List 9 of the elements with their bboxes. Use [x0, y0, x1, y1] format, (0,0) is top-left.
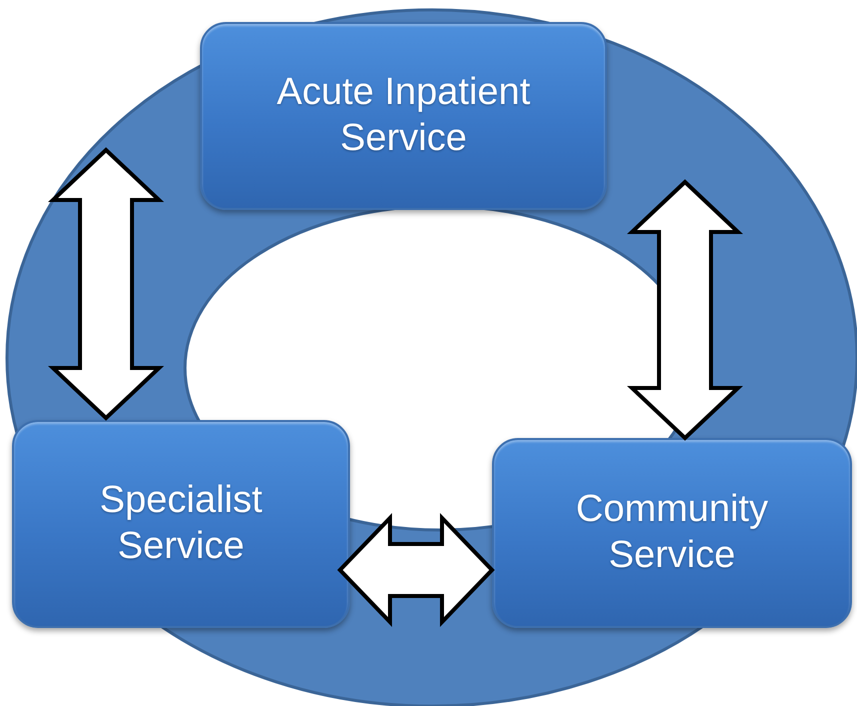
service-label: Acute Inpatient Service: [276, 70, 532, 161]
service-label: Community Service: [574, 487, 770, 578]
double-arrow: [48, 147, 164, 421]
service-label: Specialist Service: [98, 478, 264, 569]
service-box: [200, 22, 607, 210]
double-arrow: [337, 513, 495, 627]
service-box: [12, 420, 350, 628]
double-arrow: [626, 179, 744, 441]
service-box: [492, 438, 852, 628]
